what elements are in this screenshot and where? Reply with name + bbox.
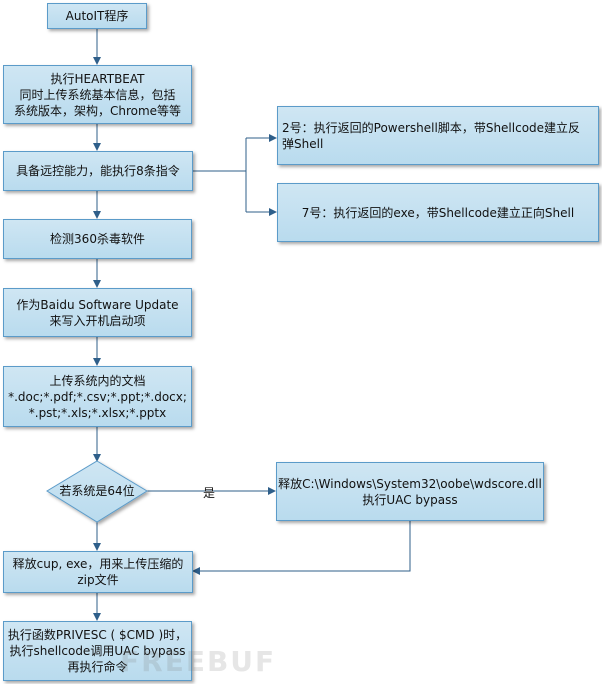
- node-decision-64bit-label-wrap: 若系统是64位: [57, 482, 137, 500]
- node-startup-entry-label: 作为Baidu Software Update 来写入开机启动项: [16, 297, 179, 328]
- freebuf-watermark: FREEBUF: [120, 645, 277, 678]
- node-privesc-label: 执行函数PRIVESC ( $CMD )时， 执行shellcode调用UAC …: [7, 628, 188, 674]
- node-remote-control-label: 具备远控能力，能执行8条指令: [16, 164, 180, 178]
- node-drop-wdscore-label: 释放C:\Windows\System32\oobe\wdscore.dll 执…: [278, 476, 542, 507]
- edge-yes-n8: [192, 521, 411, 575]
- node-detect-360: 检测360杀毒软件: [3, 219, 192, 259]
- node-autoit-program: AutoIT程序: [47, 3, 147, 29]
- edge-label-yes: 是: [203, 486, 216, 500]
- node-upload-docs-label: 上传系统内的文档 *.doc;*.pdf;*.csv;*.ppt;*.docx;…: [8, 373, 187, 420]
- node-drop-wdscore: 释放C:\Windows\System32\oobe\wdscore.dll 执…: [276, 462, 544, 521]
- node-upload-docs: 上传系统内的文档 *.doc;*.pdf;*.csv;*.ppt;*.docx;…: [3, 366, 192, 427]
- node-decision-64bit-label: 若系统是64位: [59, 484, 135, 498]
- node-heartbeat-label: 执行HEARTBEAT 同时上传系统基本信息，包括 系统版本，架构，Chrome…: [13, 71, 182, 118]
- node-cmd-2: 2号：执行返回的Powershell脚本，带Shellcode建立反 弹Shel…: [277, 106, 599, 165]
- node-startup-entry: 作为Baidu Software Update 来写入开机启动项: [3, 288, 192, 337]
- node-remote-control: 具备远控能力，能执行8条指令: [3, 151, 193, 191]
- node-release-cup-label: 释放cup, exe，用来上传压缩的 zip文件: [12, 557, 184, 587]
- node-heartbeat: 执行HEARTBEAT 同时上传系统基本信息，包括 系统版本，架构，Chrome…: [3, 65, 192, 124]
- node-cmd-7: 7号：执行返回的exe，带Shellcode建立正向Shell: [277, 183, 599, 242]
- node-release-cup: 释放cup, exe，用来上传压缩的 zip文件: [3, 551, 193, 593]
- node-privesc: 执行函数PRIVESC ( $CMD )时， 执行shellcode调用UAC …: [3, 621, 192, 681]
- node-cmd-2-label: 2号：执行返回的Powershell脚本，带Shellcode建立反 弹Shel…: [282, 120, 581, 151]
- node-cmd-7-label: 7号：执行返回的exe，带Shellcode建立正向Shell: [301, 205, 575, 220]
- node-detect-360-label: 检测360杀毒软件: [50, 232, 145, 246]
- decision-diamond: [46, 460, 148, 523]
- node-autoit-program-label: AutoIT程序: [65, 9, 129, 23]
